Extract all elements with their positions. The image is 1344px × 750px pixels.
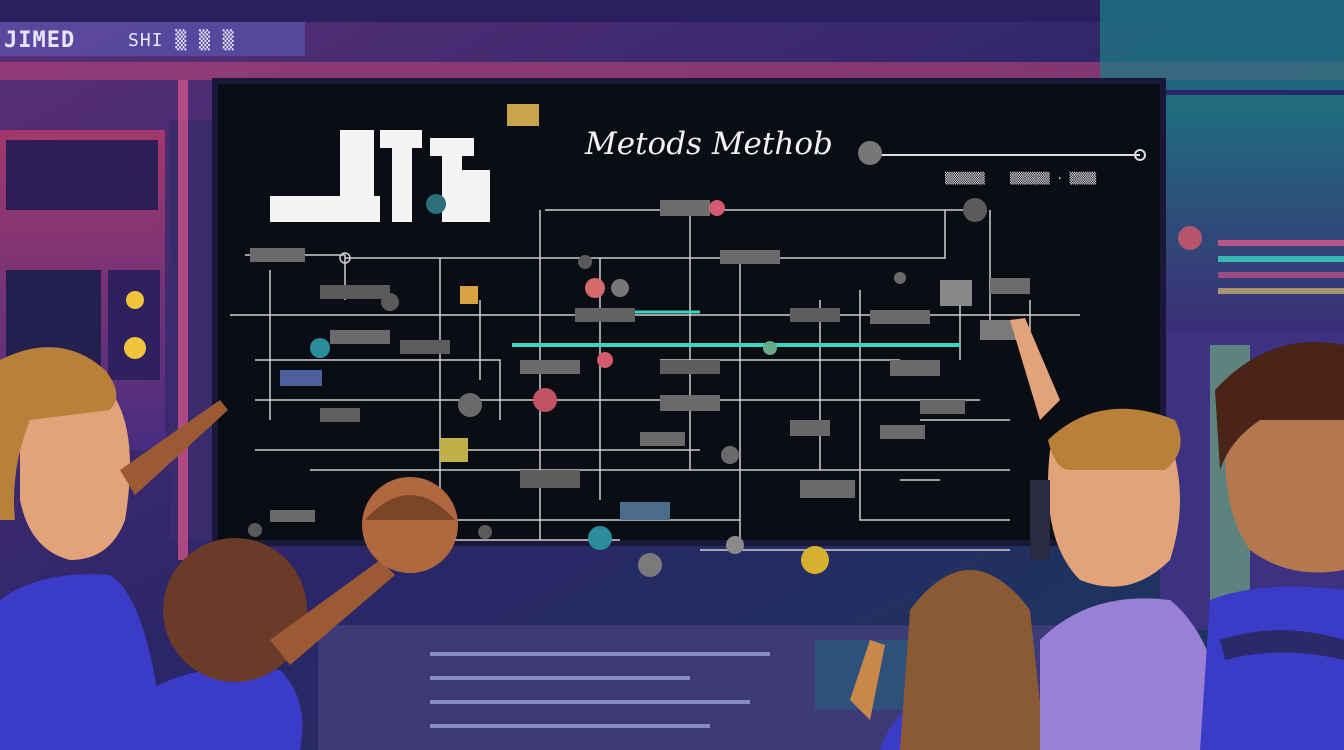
ceiling-strip xyxy=(0,0,1344,22)
person-girl xyxy=(850,570,1060,750)
person-middle-child xyxy=(150,477,458,750)
left-monitor-screen-3 xyxy=(108,270,160,380)
left-badge-1 xyxy=(126,291,144,309)
person-left-boy xyxy=(0,347,228,750)
board-sticker xyxy=(507,104,539,126)
neon-band-top xyxy=(0,62,1344,80)
left-neon-bar xyxy=(178,80,188,560)
left-sign-text: JIMED xyxy=(4,28,76,53)
person-lilac-boy xyxy=(1010,318,1230,750)
board-tag-left: ▒▒▒▒▒▒ xyxy=(945,172,985,185)
lower-screen-lines xyxy=(430,652,770,728)
right-data-row-1 xyxy=(1218,240,1344,246)
right-monitor xyxy=(1165,95,1344,330)
right-data-row-4 xyxy=(1218,288,1344,294)
heading-rule-end xyxy=(1134,149,1146,161)
right-lamp xyxy=(1178,226,1202,250)
left-monitor-screen-1 xyxy=(6,140,158,210)
board-title-dot xyxy=(426,194,446,214)
left-sign-panel xyxy=(0,22,305,56)
flowchart-junctions xyxy=(248,198,987,577)
board-tag-right: ▒▒▒▒▒▒ · ▒▒▒▒ xyxy=(1010,172,1097,185)
right-screen-top xyxy=(1100,0,1344,90)
heading-node xyxy=(858,141,882,165)
left-badge-2 xyxy=(124,337,146,359)
board-heading: Metods Methob xyxy=(585,126,833,162)
board-block-title xyxy=(270,130,490,222)
right-data-row-3 xyxy=(1218,272,1344,278)
person-right-boy xyxy=(1200,342,1344,750)
left-wall-panel xyxy=(170,120,215,540)
right-data-row-2 xyxy=(1218,256,1344,262)
mid-sign-text: SHI ▒ ▒ ▒ xyxy=(128,30,235,51)
flowchart-nodes xyxy=(250,200,1030,522)
